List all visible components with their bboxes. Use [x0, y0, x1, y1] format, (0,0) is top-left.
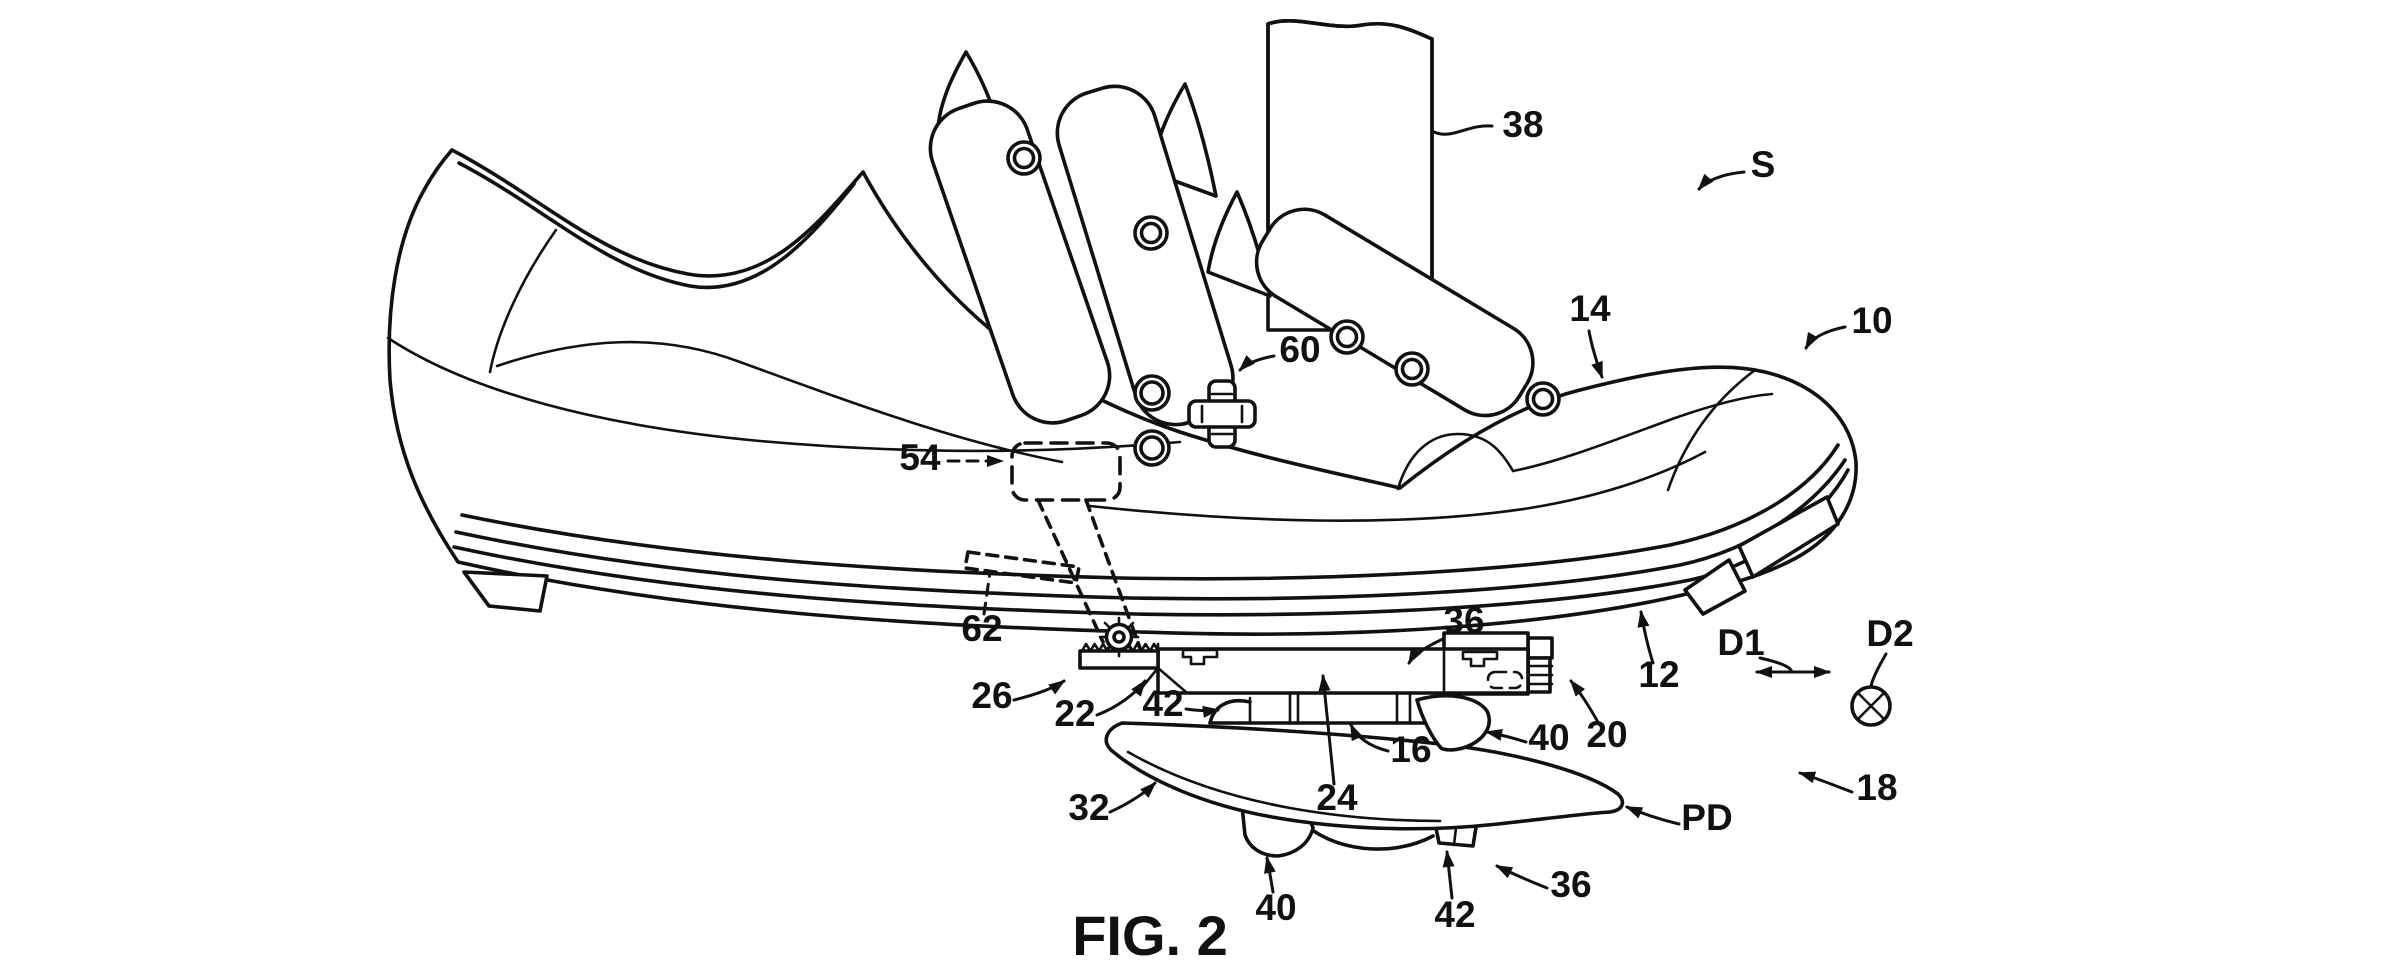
ref-label-40-lower: 40 [1255, 887, 1296, 928]
worm-gear [1098, 616, 1140, 658]
sole-line-1 [460, 443, 1840, 581]
vamp-seam-lower [1088, 450, 1707, 522]
leader-32 [1108, 781, 1157, 814]
hidden-unit-54 [1010, 441, 1122, 502]
leader-26 [1012, 679, 1066, 702]
leader-S [1697, 170, 1746, 191]
pedal-assembly [1104, 721, 1625, 858]
ref-label-D1: D1 [1717, 622, 1764, 663]
plate-slot-left [1181, 648, 1219, 666]
pedal-body [1104, 721, 1625, 831]
ref-label-S: S [1751, 144, 1776, 185]
pedal-inner-contour [1126, 750, 1442, 823]
leader-36-upper [1407, 637, 1445, 665]
ref-label-16: 16 [1390, 729, 1431, 770]
ref-label-40-upper: 40 [1528, 717, 1569, 758]
leader-38 [1432, 124, 1494, 136]
ref-label-20: 20 [1586, 714, 1627, 755]
leader-24 [1318, 674, 1336, 786]
tongue-hump-seam [1396, 432, 1515, 491]
adjustment-bolt [1524, 656, 1554, 694]
ref-label-10: 10 [1851, 300, 1892, 341]
leader-18 [1798, 771, 1854, 794]
ref-label-22: 22 [1054, 693, 1095, 734]
ref-label-26: 26 [971, 675, 1012, 716]
strap-rings [1006, 140, 1561, 417]
leader-42-lower [1442, 850, 1455, 900]
plate-rail [1156, 647, 1530, 695]
leader-22 [1095, 679, 1147, 717]
toe-tread-block-rear [1683, 558, 1747, 616]
ref-label-54: 54 [899, 437, 941, 478]
figure-caption: FIG. 2 [1072, 904, 1228, 967]
leader-16 [1349, 723, 1390, 753]
plate-end-cap [1526, 636, 1554, 660]
arch-seam [495, 340, 1064, 464]
leader-12 [1637, 610, 1655, 665]
ref-label-42-lower: 42 [1434, 894, 1475, 935]
ref-label-14: 14 [1569, 288, 1611, 329]
leader-36-lower [1495, 864, 1549, 890]
direction-D2-symbol [1850, 685, 1892, 727]
leader-60 [1238, 354, 1276, 372]
ref-label-24: 24 [1316, 777, 1358, 818]
heel-seam [488, 228, 558, 374]
ref-label-32: 32 [1068, 787, 1109, 828]
vamp-seam-upper [1511, 392, 1774, 473]
leader-62 [982, 570, 992, 616]
ref-label-36-upper: 36 [1443, 600, 1484, 641]
strap-assembly [928, 50, 1561, 427]
cleat-hook-42-upper [1208, 698, 1252, 725]
leader-10 [1804, 325, 1847, 350]
projection-line-left [1036, 498, 1105, 644]
cleat-hook-40-upper [1415, 693, 1491, 752]
shoe-body [386, 148, 1858, 636]
leader-20 [1569, 679, 1601, 726]
ref-label-36-lower: 36 [1550, 864, 1591, 905]
leader-42-upper [1184, 705, 1220, 718]
strap1-band [928, 99, 1112, 425]
ref-label-18: 18 [1856, 767, 1897, 808]
leader-40-lower [1264, 856, 1276, 894]
plate-slot-hidden [1486, 670, 1524, 690]
ref-label-62: 62 [961, 608, 1002, 649]
plate-slot-right [1461, 650, 1499, 668]
quarter-seam [386, 336, 1182, 453]
ref-label-12: 12 [1638, 654, 1679, 695]
strap3-tab [1206, 190, 1272, 298]
ref-label-D2: D2 [1866, 613, 1913, 654]
leader-40-upper [1485, 729, 1528, 744]
ref-label-60: 60 [1279, 329, 1320, 370]
collar-inner-line [457, 161, 856, 290]
hidden-unit-62 [963, 550, 1081, 585]
leader-lines [946, 124, 1892, 900]
sole-line-3 [452, 468, 1850, 617]
ref-label-PD: PD [1681, 797, 1732, 838]
toe-cap-seam [1666, 368, 1757, 492]
reference-labels: 38 S 14 10 60 54 62 26 22 42 36 12 16 24… [899, 104, 1913, 935]
control-pod [1133, 374, 1257, 467]
strap3-band [1254, 207, 1535, 418]
dpad-horizontal [1187, 399, 1257, 429]
leader-14 [1587, 329, 1604, 379]
ref-label-38: 38 [1502, 104, 1543, 145]
sole-line-2 [454, 458, 1847, 601]
heel-tread-block [462, 570, 549, 613]
leader-D2 [1869, 652, 1888, 688]
toe-tread-block-front [1737, 495, 1840, 579]
ref-label-42-upper: 42 [1142, 683, 1183, 724]
leader-PD [1625, 805, 1681, 826]
